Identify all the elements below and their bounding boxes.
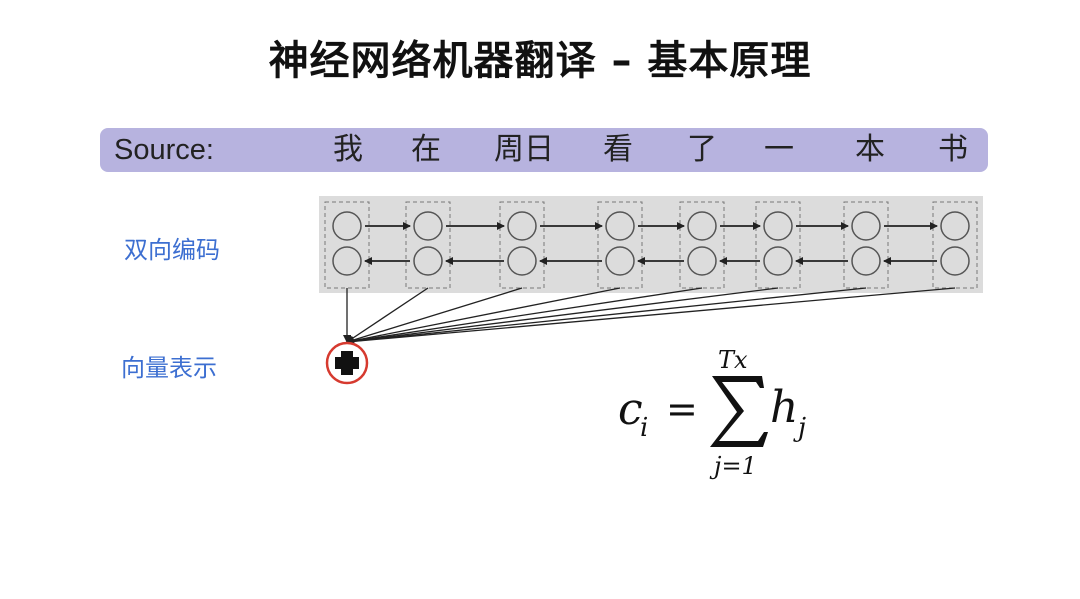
encoder-cell bbox=[932, 201, 978, 289]
encoder-cell bbox=[499, 201, 545, 289]
summation-symbol bbox=[710, 376, 768, 447]
formula-term: h bbox=[770, 382, 798, 433]
forward-state bbox=[940, 211, 970, 241]
encoder-cell bbox=[679, 201, 725, 289]
encoder-cell bbox=[405, 201, 451, 289]
source-label: Source: bbox=[114, 134, 214, 166]
attention-line bbox=[346, 287, 779, 346]
formula-lhs: c bbox=[618, 384, 643, 435]
cell-frame bbox=[499, 201, 545, 289]
attention-line bbox=[346, 287, 429, 343]
sum-lower-limit: j=1 bbox=[709, 452, 757, 480]
backward-state bbox=[332, 246, 362, 276]
cell-frame bbox=[932, 201, 978, 289]
slide-title: 神经网络机器翻译 – 基本原理 bbox=[268, 38, 812, 84]
backward-state bbox=[413, 246, 443, 276]
attention-line bbox=[346, 287, 621, 345]
source-token: 书 bbox=[938, 132, 968, 167]
cell-frame bbox=[597, 201, 643, 289]
sum-node bbox=[325, 341, 369, 385]
attention-line bbox=[346, 287, 867, 346]
forward-state bbox=[605, 211, 635, 241]
source-bar: Source: 我 在 周日 看 了 一 本 书 bbox=[100, 128, 988, 172]
backward-state bbox=[687, 246, 717, 276]
attention-line bbox=[346, 287, 703, 345]
source-token: 在 bbox=[411, 132, 441, 167]
encoder-label: 双向编码 bbox=[124, 236, 220, 264]
cell-frame bbox=[679, 201, 725, 289]
source-token: 我 bbox=[333, 132, 363, 167]
backward-state bbox=[940, 246, 970, 276]
encoder-cell bbox=[755, 201, 801, 289]
encoder-cell bbox=[597, 201, 643, 289]
cell-frame bbox=[755, 201, 801, 289]
plus-icon bbox=[335, 351, 359, 375]
source-token: 一 bbox=[764, 132, 794, 167]
attention-line bbox=[346, 287, 956, 346]
vector-label: 向量表示 bbox=[121, 354, 217, 382]
forward-state bbox=[851, 211, 881, 241]
forward-state bbox=[413, 211, 443, 241]
formula-equals: = bbox=[666, 387, 698, 431]
backward-state bbox=[507, 246, 537, 276]
forward-state bbox=[332, 211, 362, 241]
forward-state bbox=[507, 211, 537, 241]
cell-frame bbox=[843, 201, 889, 289]
backward-state bbox=[605, 246, 635, 276]
source-token: 本 bbox=[855, 132, 885, 167]
backward-state bbox=[763, 246, 793, 276]
cell-frame bbox=[405, 201, 451, 289]
source-token: 看 bbox=[603, 132, 633, 167]
encoder-cell bbox=[843, 201, 889, 289]
cell-frame bbox=[324, 201, 370, 289]
attention-line bbox=[346, 287, 523, 344]
source-token: 了 bbox=[687, 132, 717, 167]
formula-lhs-subscript: i bbox=[640, 413, 648, 443]
forward-state bbox=[687, 211, 717, 241]
forward-state bbox=[763, 211, 793, 241]
encoder-cell bbox=[324, 201, 370, 289]
sum-upper-limit: Tx bbox=[718, 346, 748, 374]
backward-state bbox=[851, 246, 881, 276]
source-token: 周日 bbox=[494, 132, 554, 167]
